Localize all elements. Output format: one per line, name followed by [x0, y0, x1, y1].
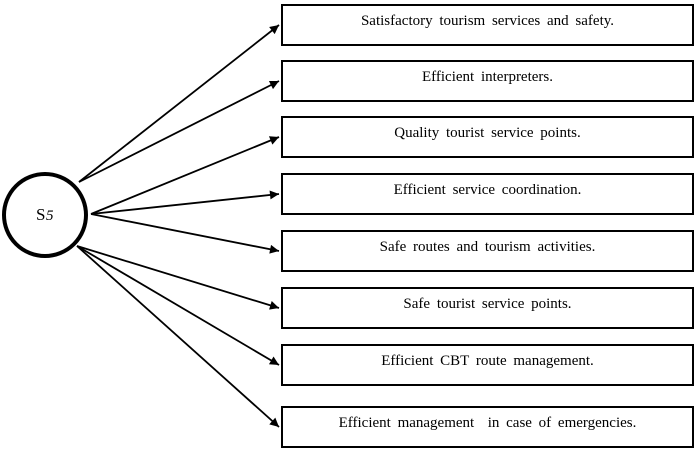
arrow-connector — [90, 190, 280, 215]
process-box: Safe tourist service points. — [281, 287, 694, 329]
process-box: Satisfactory tourism services and safety… — [281, 4, 694, 46]
process-box-label: Efficient service coordination. — [393, 182, 582, 198]
arrow-connector — [78, 80, 280, 183]
process-box-label: Satisfactory tourism services and safety… — [360, 13, 615, 29]
process-box-label: Efficient management in case of emergenc… — [338, 415, 637, 431]
arrow-connector — [76, 245, 280, 366]
source-node-circle: S5 — [2, 172, 88, 258]
process-box-label: Quality tourist service points. — [394, 125, 581, 141]
process-box: Quality tourist service points. — [281, 116, 694, 158]
process-box: Efficient CBT route management. — [281, 344, 694, 386]
arrow-connector — [76, 245, 280, 310]
arrow-connector — [90, 213, 280, 254]
process-box: Efficient management in case of emergenc… — [281, 406, 694, 448]
process-box-label: Efficient interpreters. — [422, 69, 553, 85]
source-label-index: 5 — [45, 208, 54, 224]
arrow-connector — [90, 136, 280, 215]
source-node-label: S5 — [36, 205, 54, 225]
process-box: Efficient interpreters. — [281, 60, 694, 102]
source-label-prefix: S — [36, 205, 46, 224]
arrow-connector — [78, 24, 280, 183]
process-box-label: Efficient CBT route management. — [381, 353, 594, 369]
process-box: Safe routes and tourism activities. — [281, 230, 694, 272]
process-box: Efficient service coordination. — [281, 173, 694, 215]
process-box-label: Safe routes and tourism activities. — [379, 239, 596, 255]
arrow-connector — [76, 245, 280, 428]
process-box-label: Safe tourist service points. — [403, 296, 572, 312]
